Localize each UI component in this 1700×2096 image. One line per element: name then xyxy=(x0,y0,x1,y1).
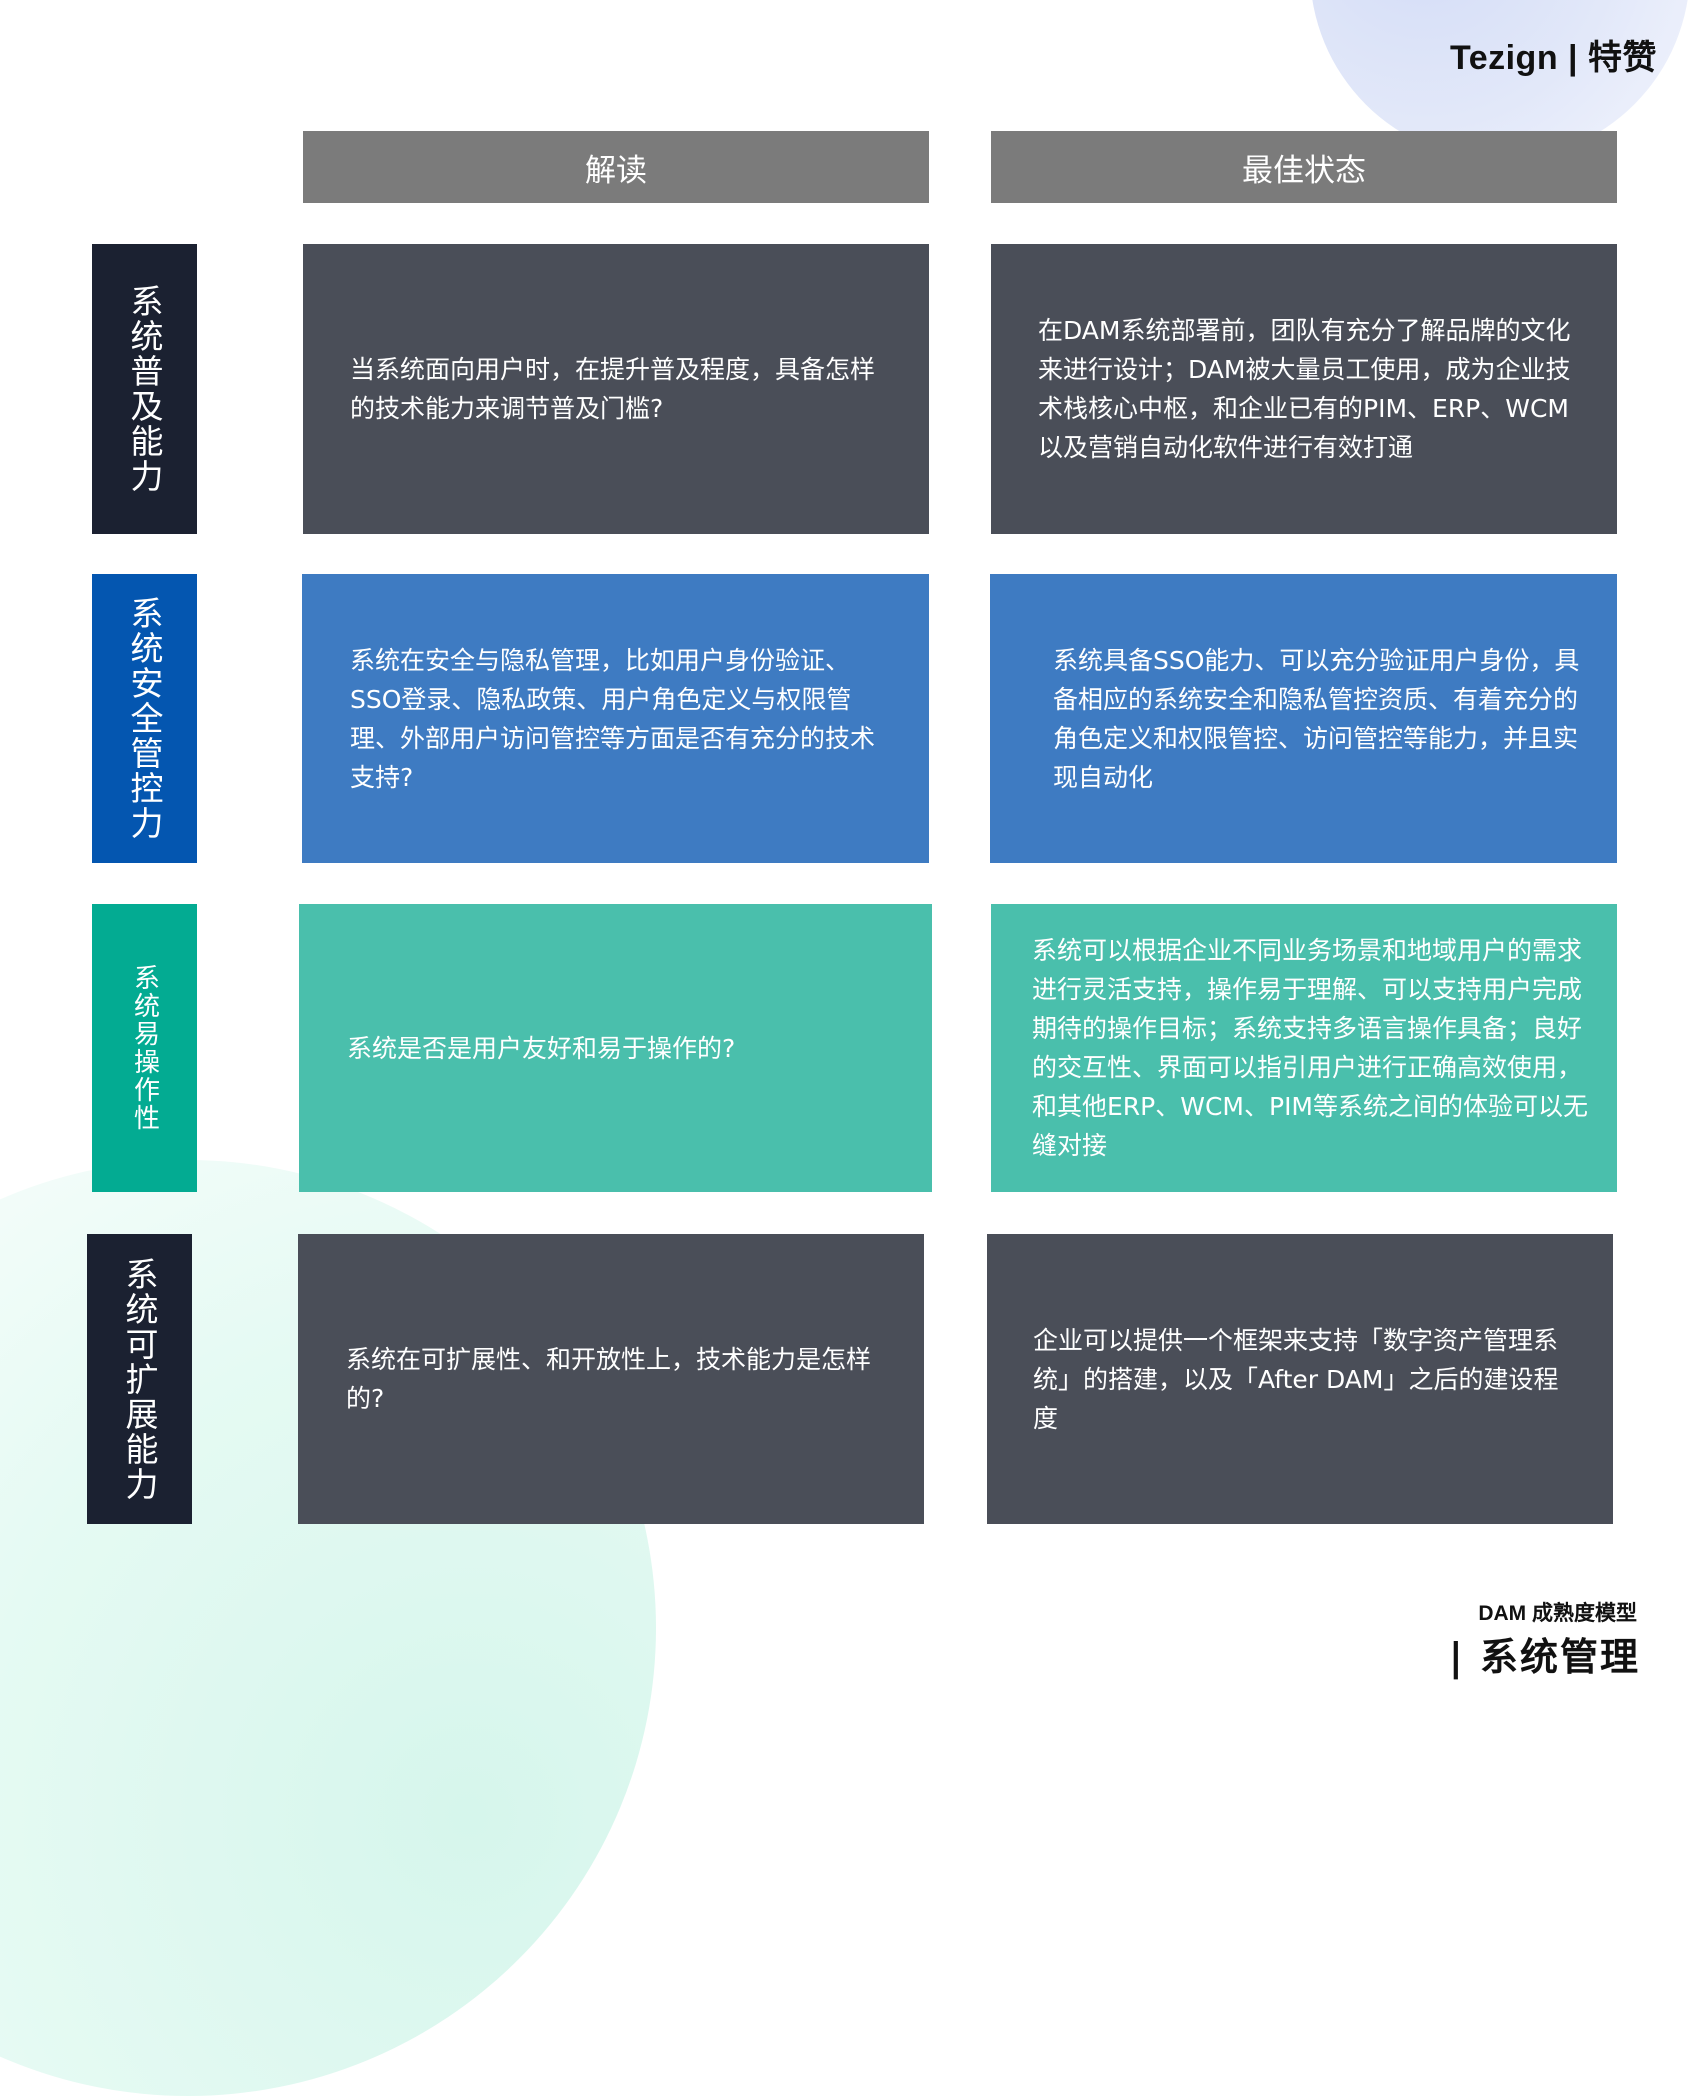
cell-text: 系统可以根据企业不同业务场景和地域用户的需求进行灵活支持，操作易于理解、可以支持… xyxy=(1032,936,1589,1160)
cell-text: 系统具备SSO能力、可以充分验证用户身份，具备相应的系统安全和隐私管控资质、有着… xyxy=(1053,645,1580,792)
column-header-interpretation: 解读 xyxy=(303,131,929,203)
row-label-text: 系统可扩展能力 xyxy=(120,1256,159,1502)
cell-interpretation-extensibility: 系统在可扩展性、和开放性上，技术能力是怎样的? xyxy=(298,1234,924,1524)
cell-text: 系统是否是用户友好和易于操作的? xyxy=(347,1033,736,1063)
row-label-text: 系统易操作性 xyxy=(129,964,160,1132)
cell-best-state-usability: 系统可以根据企业不同业务场景和地域用户的需求进行灵活支持，操作易于理解、可以支持… xyxy=(991,904,1617,1192)
row-label-text: 系统安全管控力 xyxy=(125,596,164,841)
row-label-text: 系统普及能力 xyxy=(125,284,164,494)
row-label-adoption: 系统普及能力 xyxy=(92,244,197,534)
cell-best-state-extensibility: 企业可以提供一个框架来支持「数字资产管理系统」的搭建，以及「After DAM」… xyxy=(987,1234,1613,1524)
footer-subtitle: DAM 成熟度模型 xyxy=(1478,1602,1637,1625)
cell-best-state-adoption: 在DAM系统部署前，团队有充分了解品牌的文化来进行设计；DAM被大量员工使用，成… xyxy=(991,244,1617,534)
cell-text: 系统在可扩展性、和开放性上，技术能力是怎样的? xyxy=(346,1345,872,1413)
cell-interpretation-adoption: 当系统面向用户时，在提升普及程度，具备怎样的技术能力来调节普及门槛? xyxy=(303,244,929,534)
brand-logo: Tezign | 特赞 xyxy=(1449,39,1657,77)
cell-best-state-security: 系统具备SSO能力、可以充分验证用户身份，具备相应的系统安全和隐私管控资质、有着… xyxy=(990,574,1617,863)
cell-text: 系统在安全与隐私管理，比如用户身份验证、SSO登录、隐私政策、用户角色定义与权限… xyxy=(350,645,876,792)
column-header-best-state: 最佳状态 xyxy=(991,131,1617,203)
footer-title: | 系统管理 xyxy=(1448,1635,1640,1679)
row-label-security: 系统安全管控力 xyxy=(92,574,197,863)
cell-interpretation-security: 系统在安全与隐私管理，比如用户身份验证、SSO登录、隐私政策、用户角色定义与权限… xyxy=(302,574,929,863)
row-label-usability: 系统易操作性 xyxy=(92,904,197,1192)
cell-interpretation-usability: 系统是否是用户友好和易于操作的? xyxy=(299,904,932,1192)
row-label-extensibility: 系统可扩展能力 xyxy=(87,1234,192,1524)
cell-text: 当系统面向用户时，在提升普及程度，具备怎样的技术能力来调节普及门槛? xyxy=(350,355,876,423)
cell-text: 企业可以提供一个框架来支持「数字资产管理系统」的搭建，以及「After DAM」… xyxy=(1033,1325,1559,1433)
cell-text: 在DAM系统部署前，团队有充分了解品牌的文化来进行设计；DAM被大量员工使用，成… xyxy=(1038,316,1571,462)
